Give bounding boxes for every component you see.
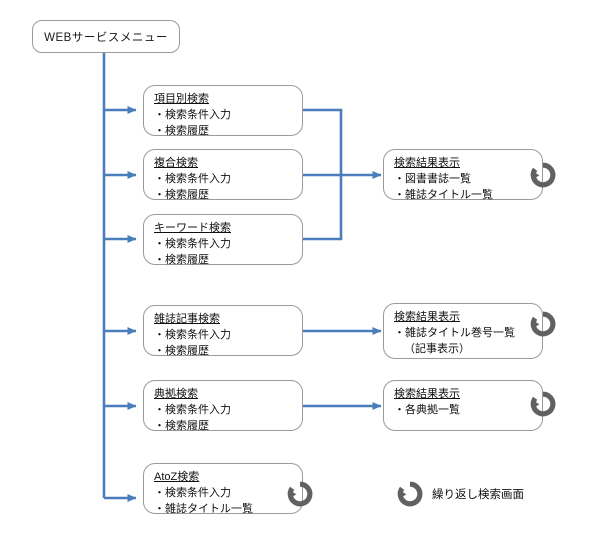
search-node-1-line-1: ・検索条件入力: [154, 109, 231, 121]
search-node-1-line-2: ・検索履歴: [154, 125, 209, 137]
search-node-magazine-article-search[interactable]: 雑誌記事検索 ・検索条件入力 ・検索履歴: [143, 305, 303, 359]
search-node-4-line-1: ・検索条件入力: [154, 329, 231, 341]
result-node-2-title: 検索結果表示: [394, 311, 460, 323]
root-node-label: WEBサービスメニュー: [44, 31, 168, 44]
search-node-keyword-search[interactable]: キーワード検索 ・検索条件入力 ・検索履歴: [143, 214, 303, 268]
result-node-bibliography-list[interactable]: 検索結果表示 ・図書書誌一覧 ・雑誌タイトル一覧: [383, 149, 543, 203]
legend-label: 繰り返し検索画面: [432, 489, 524, 501]
repeat-search-icon: [529, 390, 557, 418]
search-node-1-content: 項目別検索 ・検索条件入力 ・検索履歴: [154, 92, 296, 139]
result-node-3-line-1: ・各典拠一覧: [394, 404, 460, 416]
result-node-2-line-2: （記事表示）: [404, 343, 470, 355]
search-node-6-content: AtoZ検索 ・検索条件入力 ・雑誌タイトル一覧: [154, 470, 296, 517]
result-node-1-title: 検索結果表示: [394, 157, 460, 169]
repeat-search-icon: [529, 161, 557, 189]
search-node-2-line-2: ・検索履歴: [154, 189, 209, 201]
result-node-3-content: 検索結果表示 ・各典拠一覧: [394, 387, 536, 418]
search-node-3-content: キーワード検索 ・検索条件入力 ・検索履歴: [154, 221, 296, 268]
result-node-authority-list[interactable]: 検索結果表示 ・各典拠一覧: [383, 380, 543, 431]
search-node-item-search[interactable]: 項目別検索 ・検索条件入力 ・検索履歴: [143, 85, 303, 139]
result-node-2-content: 検索結果表示 ・雑誌タイトル巻号一覧 （記事表示）: [394, 310, 536, 357]
search-node-3-title: キーワード検索: [154, 222, 231, 234]
search-node-1-title: 項目別検索: [154, 93, 209, 105]
result-node-3-title: 検索結果表示: [394, 388, 460, 400]
search-node-3-line-1: ・検索条件入力: [154, 238, 231, 250]
search-node-6-line-2: ・雑誌タイトル一覧: [154, 503, 253, 515]
search-node-5-line-2: ・検索履歴: [154, 420, 209, 432]
result-node-2-line-1: ・雑誌タイトル巻号一覧: [394, 327, 515, 339]
repeat-search-icon: [396, 480, 424, 508]
result-node-1-line-1: ・図書書誌一覧: [394, 173, 471, 185]
root-node[interactable]: WEBサービスメニュー: [32, 20, 180, 53]
repeat-search-icon: [529, 310, 557, 338]
search-node-authority-search[interactable]: 典拠検索 ・検索条件入力 ・検索履歴: [143, 380, 303, 434]
search-node-4-line-2: ・検索履歴: [154, 345, 209, 357]
merge-bus-top: [303, 108, 343, 241]
search-node-5-line-1: ・検索条件入力: [154, 404, 231, 416]
search-node-5-title: 典拠検索: [154, 388, 198, 400]
search-node-5-content: 典拠検索 ・検索条件入力 ・検索履歴: [154, 387, 296, 434]
search-node-3-line-2: ・検索履歴: [154, 254, 209, 266]
search-node-compound-search[interactable]: 複合検索 ・検索条件入力 ・検索履歴: [143, 149, 303, 203]
legend: 繰り返し検索画面: [396, 480, 524, 508]
result-node-magazine-volume-list[interactable]: 検索結果表示 ・雑誌タイトル巻号一覧 （記事表示）: [383, 303, 543, 359]
search-node-6-line-1: ・検索条件入力: [154, 487, 231, 499]
search-node-2-content: 複合検索 ・検索条件入力 ・検索履歴: [154, 156, 296, 203]
search-node-4-content: 雑誌記事検索 ・検索条件入力 ・検索履歴: [154, 312, 296, 359]
search-node-2-title: 複合検索: [154, 157, 198, 169]
result-node-1-line-2: ・雑誌タイトル一覧: [394, 189, 493, 201]
result-node-1-content: 検索結果表示 ・図書書誌一覧 ・雑誌タイトル一覧: [394, 156, 536, 203]
search-node-4-title: 雑誌記事検索: [154, 313, 220, 325]
repeat-search-icon: [286, 480, 314, 508]
search-node-atoz-search[interactable]: AtoZ検索 ・検索条件入力 ・雑誌タイトル一覧: [143, 463, 303, 517]
search-node-2-line-1: ・検索条件入力: [154, 173, 231, 185]
search-node-6-title: AtoZ検索: [154, 471, 200, 483]
